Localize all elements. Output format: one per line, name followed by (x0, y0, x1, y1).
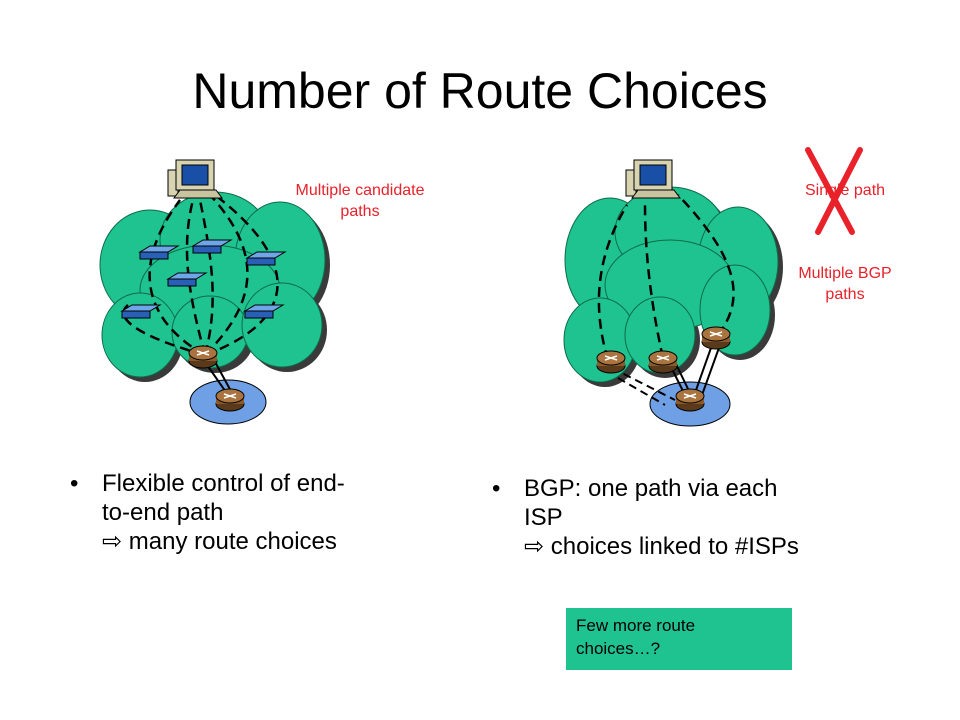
right-dashed-paths (597, 194, 735, 361)
left-bullet-line2: to-end path (102, 499, 224, 526)
left-annotation-line2: paths (340, 203, 380, 220)
note-box: Few more route choices…? (566, 608, 792, 670)
left-bullet-line1: Flexible control of end- (102, 470, 345, 497)
slide-title: Number of Route Choices (192, 63, 768, 119)
single-path-annotation: Single path (780, 180, 910, 201)
bullet-dot: • (492, 475, 501, 502)
arrow-icon: ⇨ (524, 533, 545, 560)
right-bullet-line1: BGP: one path via each (524, 475, 778, 502)
left-host-computer-icon (167, 159, 223, 199)
left-annotation-line1: Multiple candidate (295, 182, 425, 199)
left-subclouds (101, 282, 323, 378)
right-routers (596, 326, 731, 412)
cross-out-icon (805, 147, 863, 235)
arrow-icon: ⇨ (102, 528, 123, 555)
bgp-annotation-line1: Multiple BGP (798, 265, 892, 282)
left-routers (188, 345, 245, 412)
right-bullet: • BGP: one path via each ISP ⇨ choices l… (492, 474, 924, 561)
left-bullet: • Flexible control of end- to-end path ⇨… (70, 469, 442, 556)
left-switches (120, 239, 287, 319)
right-bullet-line2: ISP (524, 504, 563, 531)
bgp-annotation: Multiple BGP paths (770, 263, 920, 305)
left-bullet-line3: ⇨ many route choices (102, 528, 337, 555)
right-bullet-line3: ⇨ choices linked to #ISPs (524, 533, 799, 560)
bullet-dot: • (70, 470, 79, 497)
right-host-computer-icon (625, 159, 681, 199)
left-dashed-paths (122, 194, 279, 357)
left-annotation: Multiple candidate paths (265, 180, 455, 222)
single-path-label: Single path (804, 182, 886, 199)
bgp-annotation-line2: paths (825, 286, 865, 303)
